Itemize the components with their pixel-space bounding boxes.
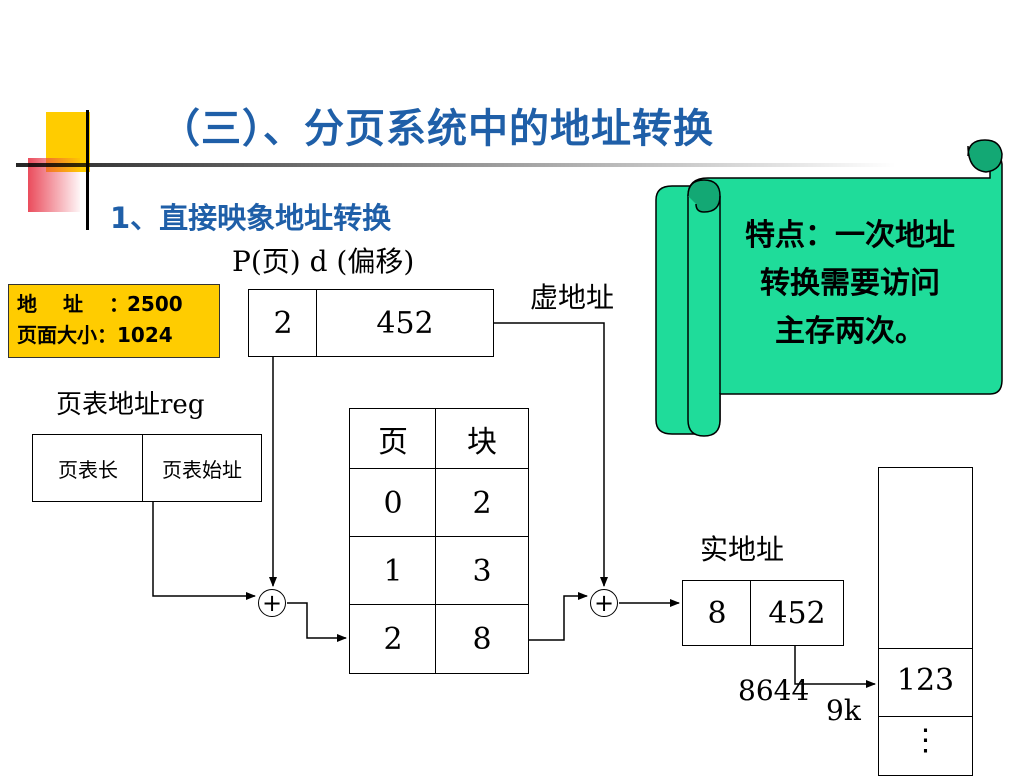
page-table-header-page: 页	[349, 408, 437, 470]
real-offset-cell: 452	[750, 580, 844, 646]
scroll-roll-top	[967, 139, 1003, 173]
note-line-1: 特点：一次地址	[745, 218, 955, 253]
adder-1: +	[258, 589, 286, 617]
note-line-3: 主存两次。	[775, 314, 925, 349]
memory-cell-value: 123	[878, 648, 973, 718]
page-table-row-2-page: 2	[349, 604, 437, 674]
page-table-row-0-page: 0	[349, 468, 437, 538]
page-table-length-cell: 页表长	[32, 434, 144, 502]
virtual-address-header: P(页) d (偏移)	[232, 245, 415, 278]
memory-base-label: 9k	[826, 694, 861, 727]
table-to-adder-arrow	[529, 592, 588, 641]
note-line-2: 转换需要访问	[760, 266, 940, 301]
offset-to-adder-arrow	[494, 322, 608, 587]
page-table-row-2-block: 8	[435, 604, 529, 674]
page-table-row-0-block: 2	[435, 468, 529, 538]
address-value: 2500	[127, 292, 183, 316]
deco-vertical-line	[86, 110, 89, 230]
virtual-offset-cell: 452	[316, 289, 494, 357]
page-table-reg-label: 页表地址reg	[56, 390, 205, 420]
address-label: 地址：	[17, 292, 155, 316]
real-address-label: 实地址	[700, 533, 785, 566]
feature-note: 特点：一次地址 转换需要访问 主存两次。	[702, 212, 998, 356]
page-size-value: 1024	[117, 323, 173, 347]
page-table-header-block: 块	[435, 408, 529, 470]
slide-subtitle: 1、直接映象地址转换	[110, 201, 392, 235]
slide-title: （三）、分页系统中的地址转换	[160, 106, 714, 152]
real-to-memory-arrow	[794, 646, 876, 688]
adder-to-table-arrow	[287, 602, 347, 642]
page-table-start-cell: 页表始址	[142, 434, 262, 502]
page-table-row-1-block: 3	[435, 536, 529, 606]
page-size-label: 页面大小：	[17, 323, 117, 347]
adder-2: +	[590, 589, 618, 617]
computed-address-label: 8644	[738, 674, 810, 707]
memory-block-upper	[878, 467, 973, 650]
page-table-row-1-page: 1	[349, 536, 437, 606]
virtual-page-cell: 2	[248, 289, 318, 357]
deco-title-line	[16, 163, 896, 167]
real-block-cell: 8	[682, 580, 752, 646]
address-info-box: 地址：2500 页面大小：1024	[8, 284, 220, 358]
reg-to-adder-arrow	[152, 502, 256, 600]
virtual-address-label: 虚地址	[530, 281, 615, 314]
